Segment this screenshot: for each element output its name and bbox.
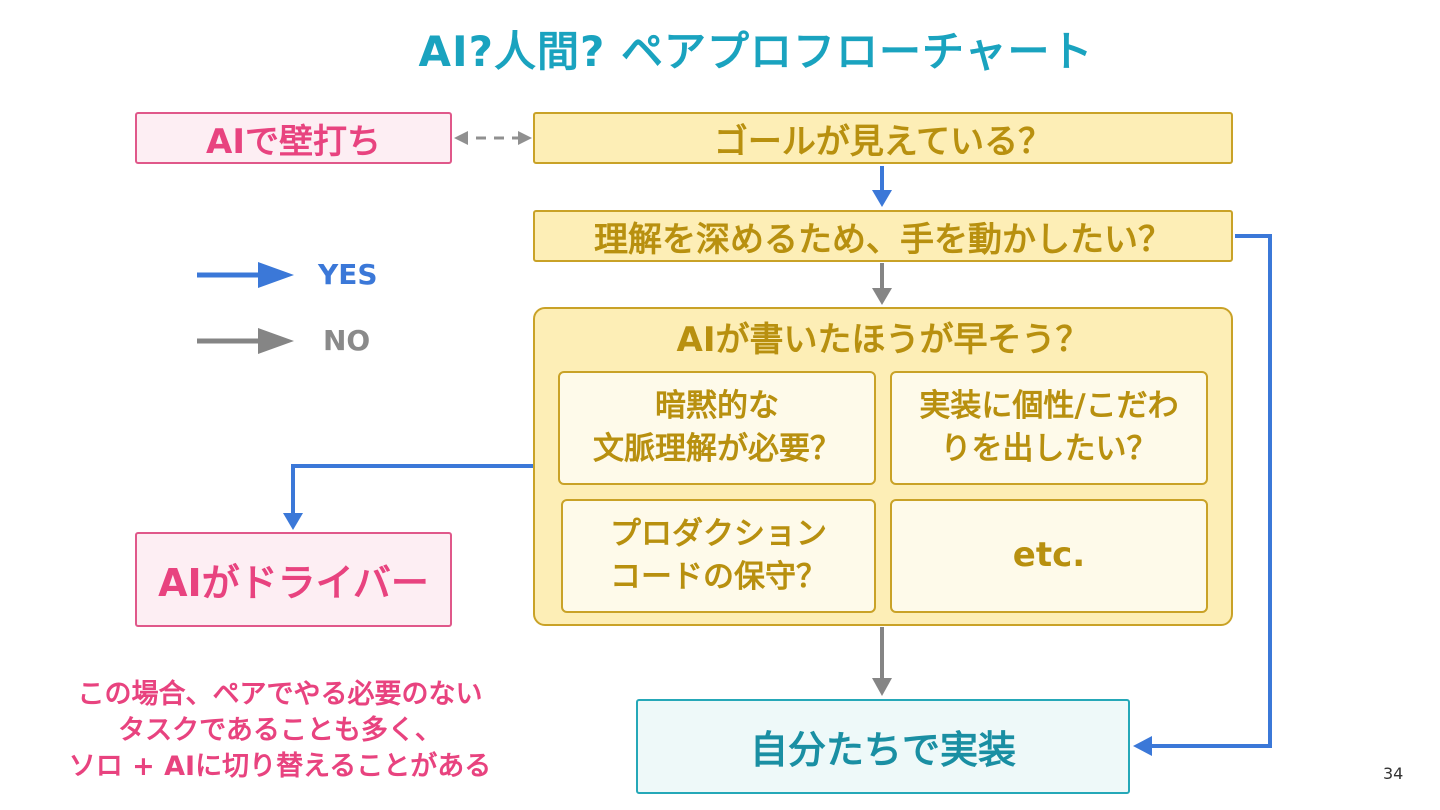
deepen-understanding-box: 理解を深めるため、手を動かしたい？	[533, 210, 1233, 262]
implement-ourselves-box: 自分たちで実装	[636, 699, 1130, 794]
implicit-context-line-1: 暗黙的な	[655, 387, 779, 424]
production-code-line-1: プロダクション	[610, 515, 827, 552]
dashed-link-right-head	[518, 131, 532, 145]
ai-wall-box: AIで壁打ち	[135, 112, 452, 164]
implicit-context-line-2: 文脈理解が必要？	[593, 431, 841, 467]
solo-note-line-3: ソロ + AIに切り替えることがある	[68, 750, 492, 782]
solo-note-line-1: この場合、ペアでやる必要のない	[77, 679, 483, 710]
individuality-box: 実装に個性/こだわ りを出したい？	[890, 371, 1208, 485]
implicit-context-box: 暗黙的な 文脈理解が必要？	[558, 371, 876, 485]
yes-arrow-faster-to-driver	[291, 464, 533, 515]
ai-driver-box: AIがドライバー	[135, 532, 452, 627]
page-number: 34	[1383, 764, 1404, 783]
etc-box: etc.	[890, 499, 1208, 613]
individuality-line-1: 実装に個性/こだわ	[919, 387, 1179, 424]
individuality-line-2: りを出したい？	[940, 431, 1158, 467]
production-code-box: プロダクション コードの保守？	[561, 499, 876, 613]
goal-visible-box: ゴールが見えている？	[533, 112, 1233, 164]
ai-faster-title: AIが書いたほうが早そう？	[676, 320, 1090, 360]
legend-yes-label: YES	[318, 258, 378, 291]
dashed-link-left-head	[454, 131, 468, 145]
production-code-line-2: コードの保守？	[610, 559, 827, 595]
solo-note-line-2: タスクであることも多く、	[118, 714, 442, 746]
solo-note: この場合、ペアでやる必要のない タスクであることも多く、 ソロ + AIに切り替…	[20, 677, 540, 785]
page-title: AI?人間? ペアプロフローチャート	[418, 27, 1094, 76]
yes-arrow-deepen-to-implement	[1150, 234, 1272, 748]
legend-no-label: NO	[323, 324, 371, 357]
